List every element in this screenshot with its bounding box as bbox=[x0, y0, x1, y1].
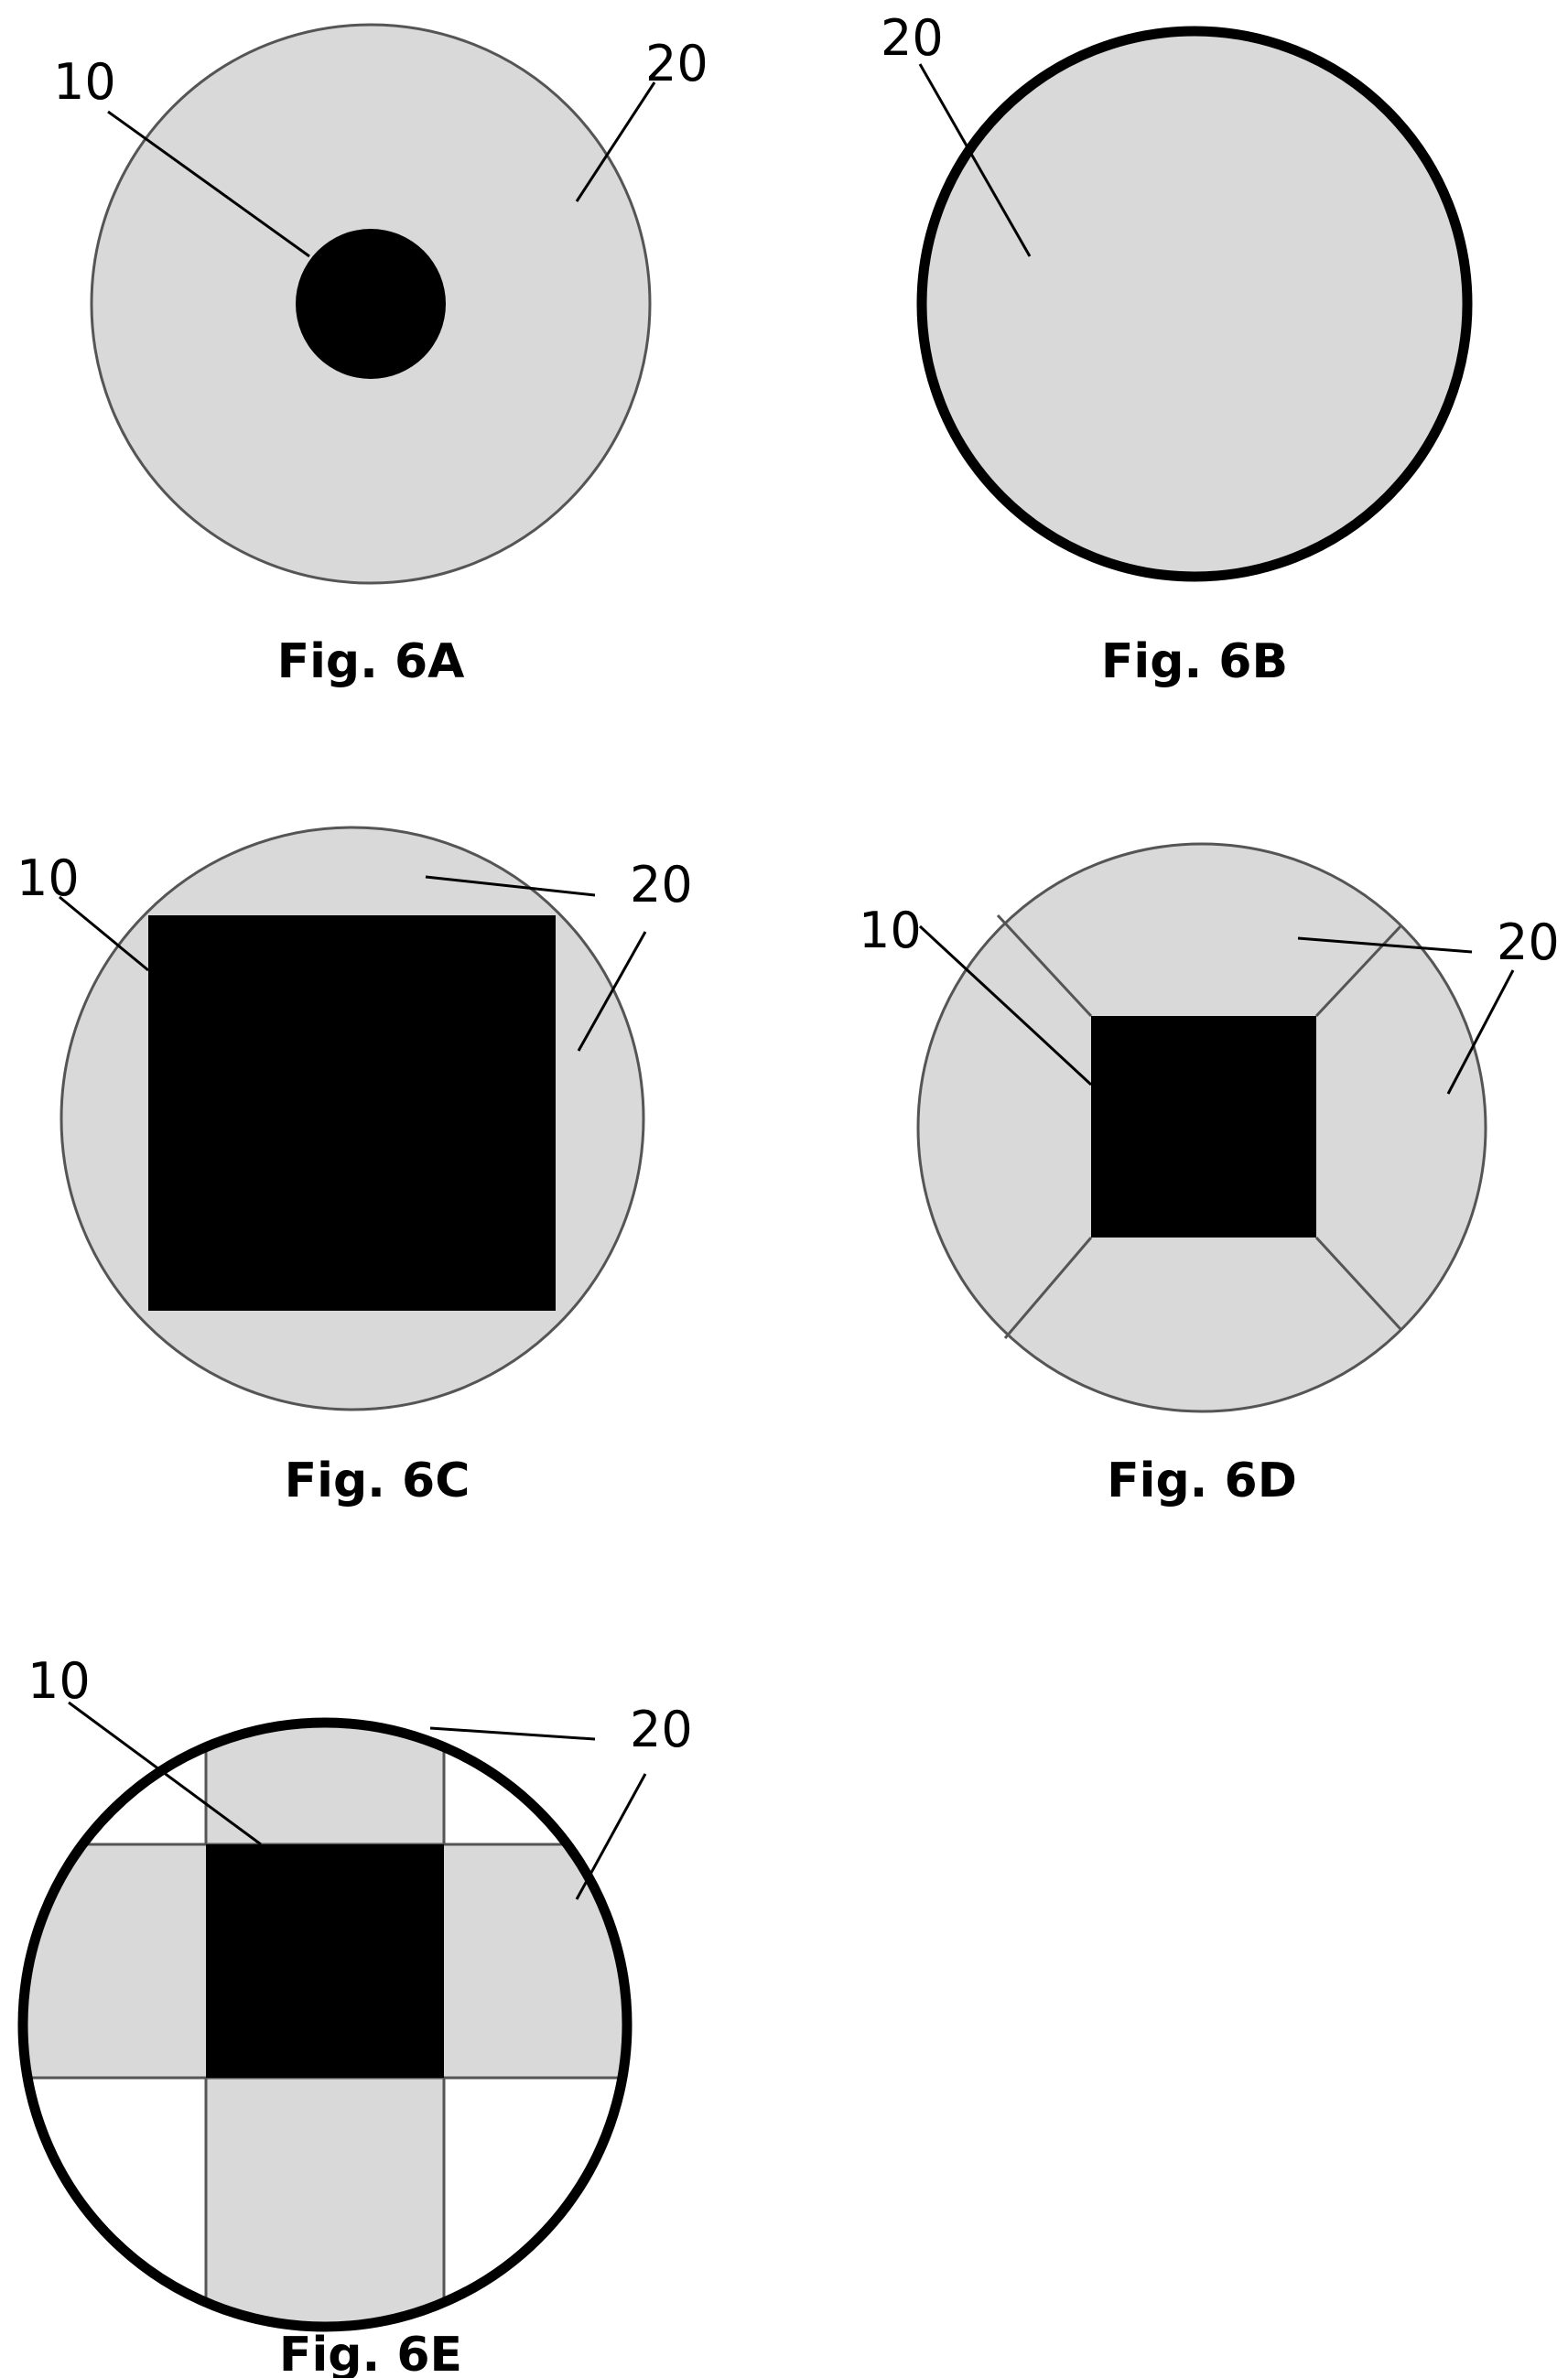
label-10: 10 bbox=[16, 849, 80, 907]
label-20: 20 bbox=[881, 9, 944, 67]
core-square bbox=[1091, 1016, 1316, 1238]
figure-6d: 10 20 Fig. 6D bbox=[859, 844, 1560, 1508]
figure-6b: 20 Fig. 6B bbox=[881, 9, 1467, 689]
leader-line-20b bbox=[577, 1774, 645, 1899]
leader-line-20a bbox=[430, 1728, 595, 1739]
label-20: 20 bbox=[645, 35, 708, 92]
figure-caption: Fig. 6A bbox=[277, 634, 465, 689]
label-20: 20 bbox=[630, 856, 693, 913]
material-disc bbox=[922, 31, 1467, 577]
core-square bbox=[148, 915, 556, 1311]
figure-caption: Fig. 6C bbox=[285, 1454, 470, 1508]
core-circle bbox=[296, 229, 446, 379]
figure-6e: 10 20 Fig. 6E bbox=[9, 1652, 693, 2378]
core-square bbox=[206, 1844, 444, 2078]
figure-caption: Fig. 6D bbox=[1107, 1454, 1297, 1508]
figure-6a: 10 20 Fig. 6A bbox=[53, 25, 708, 689]
label-10: 10 bbox=[53, 53, 116, 111]
figure-caption: Fig. 6B bbox=[1101, 634, 1288, 689]
figure-6c: 10 20 Fig. 6C bbox=[16, 827, 693, 1508]
label-20: 20 bbox=[1497, 913, 1560, 971]
figure-caption: Fig. 6E bbox=[279, 2328, 462, 2378]
label-10: 10 bbox=[27, 1652, 91, 1710]
label-10: 10 bbox=[859, 902, 922, 959]
label-20: 20 bbox=[630, 1701, 693, 1758]
